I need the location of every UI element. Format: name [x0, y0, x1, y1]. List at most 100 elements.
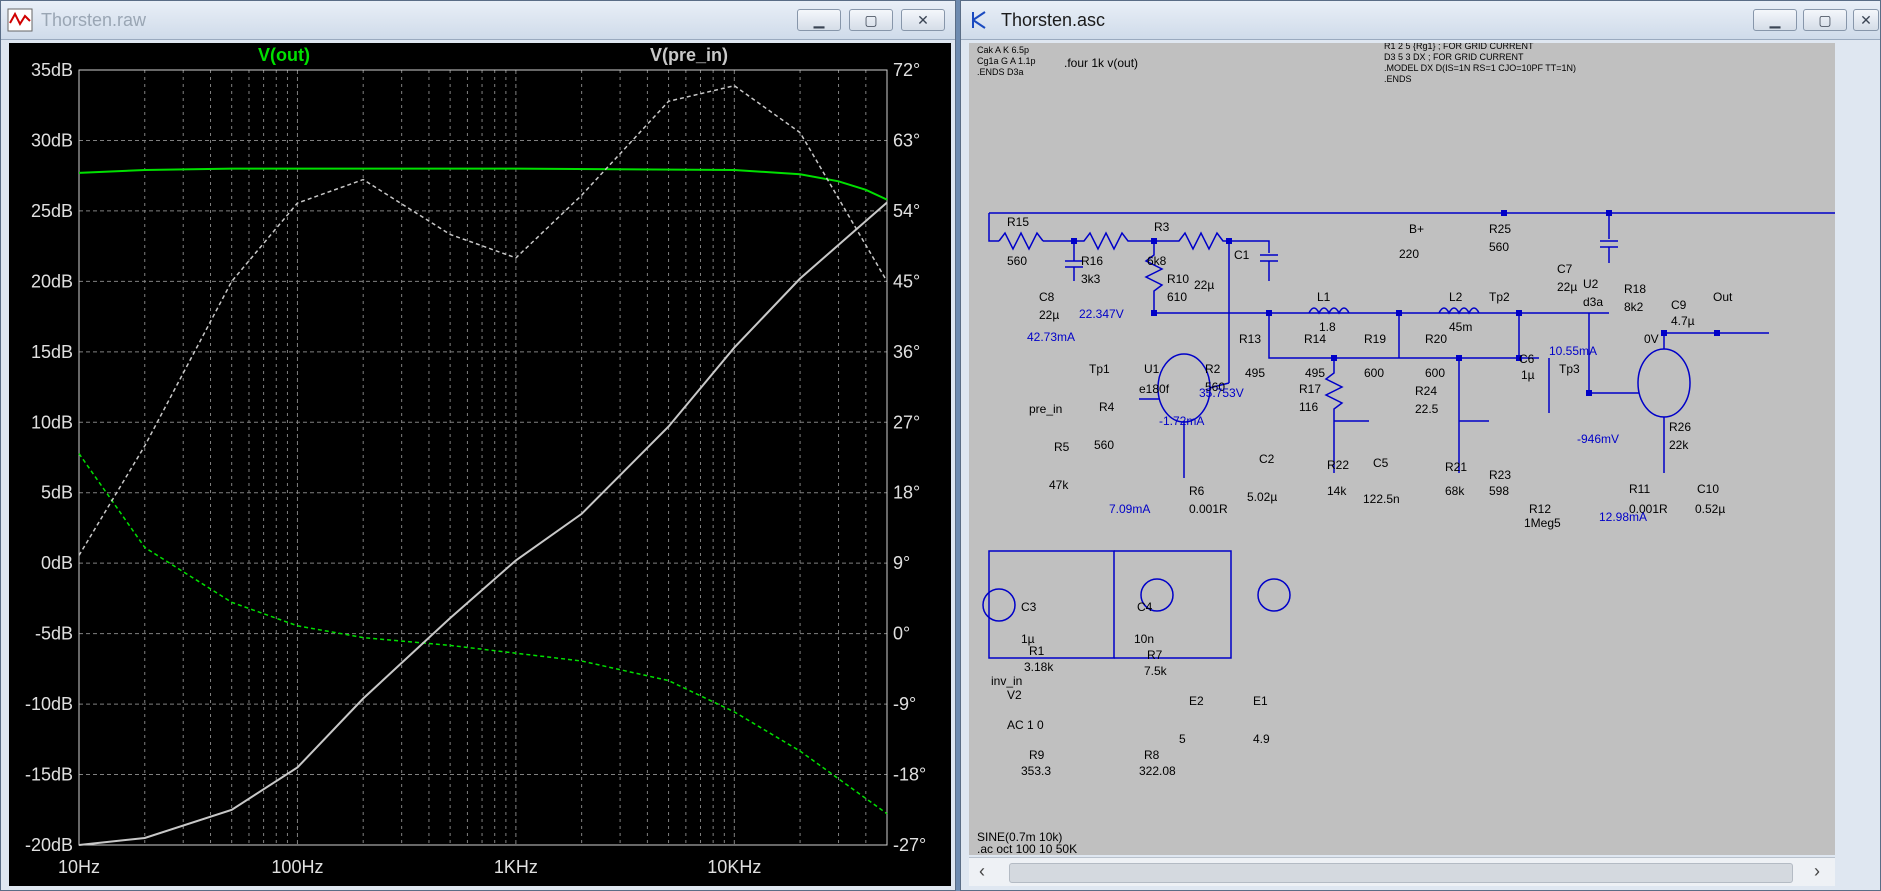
label-C10: C10: [1697, 482, 1719, 496]
label-C2: C2: [1259, 452, 1275, 466]
value-C2: 5.02µ: [1247, 490, 1277, 504]
ac-directive: .ac oct 100 10 50K: [977, 842, 1077, 855]
label-zero-v: 0V: [1644, 332, 1659, 346]
node-current: 7.09mA: [1109, 502, 1150, 516]
scroll-left-icon[interactable]: ‹: [979, 861, 985, 881]
value-U1: e180f: [1139, 382, 1170, 396]
waveform-titlebar[interactable]: Thorsten.raw ▁ ▢ ✕: [1, 1, 955, 40]
waveform-app-icon: [7, 8, 33, 32]
label-Tp2: Tp2: [1489, 290, 1510, 304]
label-R5: R5: [1054, 440, 1070, 454]
y-right-tick-label: 72°: [893, 60, 920, 80]
label-U2: U2: [1583, 277, 1599, 291]
label-R18: R18: [1624, 282, 1646, 296]
y-right-tick-label: 18°: [893, 483, 920, 503]
value-R22: 14k: [1327, 484, 1347, 498]
value-L1: 1.8: [1319, 320, 1336, 334]
label-R7: R7: [1147, 648, 1163, 662]
node-voltage: 22.347V: [1079, 307, 1124, 321]
value-R2: 560: [1205, 380, 1225, 394]
schematic-canvas[interactable]: Cak A K 6.5p Cg1a G A 1.1p .ENDS D3a .fo…: [969, 43, 1835, 855]
label-Bplus: B+: [1409, 222, 1424, 236]
y-right-tick-label: 36°: [893, 342, 920, 362]
label-C1: C1: [1234, 248, 1250, 262]
value-L2: 45m: [1449, 320, 1472, 334]
y-right-tick-label: 0°: [893, 624, 910, 644]
trace-label: V(pre_in): [650, 45, 728, 65]
value-U2: d3a: [1583, 295, 1603, 309]
label-R20: R20: [1425, 332, 1447, 346]
value-R25: 560: [1489, 240, 1509, 254]
schematic-window[interactable]: Thorsten.asc ▁ ▢ ✕: [960, 0, 1881, 891]
maximize-button[interactable]: ▢: [849, 9, 893, 31]
label-R13: R13: [1239, 332, 1261, 346]
value-E1: 4.9: [1253, 732, 1270, 746]
x-tick-label: 100Hz: [271, 857, 323, 877]
y-left-tick-label: 20dB: [31, 271, 73, 291]
node-current: 10.55mA: [1549, 344, 1597, 358]
scroll-right-icon[interactable]: ›: [1814, 861, 1820, 881]
value-R11: 0.001R: [1629, 502, 1668, 516]
value-R19: 600: [1364, 366, 1384, 380]
value-C5: 122.5n: [1363, 492, 1400, 506]
value-R6: 0.001R: [1189, 502, 1228, 516]
label-R26: R26: [1669, 420, 1691, 434]
value-R23: 598: [1489, 484, 1509, 498]
schematic-titlebar[interactable]: Thorsten.asc ▁ ▢ ✕: [961, 1, 1880, 40]
value-C1: 22µ: [1194, 278, 1214, 292]
y-left-tick-label: -15dB: [25, 765, 73, 785]
directive-line: R1 2 5 {Rg1} ; FOR GRID CURRENT: [1384, 43, 1534, 51]
label-R17: R17: [1299, 382, 1321, 396]
value-R20: 600: [1425, 366, 1445, 380]
scrollbar-thumb[interactable]: [1009, 863, 1793, 883]
y-left-tick-label: 35dB: [31, 60, 73, 80]
value-E2: 5: [1179, 732, 1186, 746]
label-R4: R4: [1099, 400, 1115, 414]
value-R1: 3.18k: [1024, 660, 1054, 674]
node-current: 12.98mA: [1599, 510, 1647, 524]
label-R21: R21: [1445, 460, 1467, 474]
y-left-tick-label: 5dB: [41, 483, 73, 503]
label-R11: R11: [1629, 482, 1650, 496]
maximize-button[interactable]: ▢: [1803, 9, 1847, 31]
node-current: -1.72mA: [1159, 414, 1204, 428]
label-C9: C9: [1671, 298, 1687, 312]
horizontal-scrollbar[interactable]: ‹ ›: [969, 857, 1835, 886]
y-left-tick-label: -5dB: [35, 624, 73, 644]
value-R7: 7.5k: [1144, 664, 1168, 678]
minimize-button[interactable]: ▁: [1753, 9, 1797, 31]
value-R21: 68k: [1445, 484, 1465, 498]
four-directive: .four 1k v(out): [1064, 56, 1138, 70]
value-C7: 22µ: [1557, 280, 1577, 294]
y-right-tick-label: 9°: [893, 553, 910, 573]
node-current: 42.73mA: [1027, 330, 1075, 344]
y-right-tick-label: 45°: [893, 271, 920, 291]
label-R24: R24: [1415, 384, 1437, 398]
label-L1: L1: [1317, 290, 1331, 304]
directive-line: Cg1a G A 1.1p: [977, 56, 1036, 66]
minimize-button[interactable]: ▁: [797, 9, 841, 31]
magnitude-trace: [78, 201, 888, 846]
value-V2: AC 1 0: [1007, 718, 1044, 732]
label-R12: R12: [1529, 502, 1551, 516]
value-R16: 3k3: [1081, 272, 1101, 286]
schematic-drawing[interactable]: Cak A K 6.5p Cg1a G A 1.1p .ENDS D3a .fo…: [969, 43, 1835, 855]
y-left-tick-label: 0dB: [41, 553, 73, 573]
label-R14: R14: [1304, 332, 1326, 346]
close-button[interactable]: ✕: [901, 9, 945, 31]
x-tick-label: 10Hz: [58, 857, 100, 877]
value-C6: 1µ: [1521, 368, 1535, 382]
node-voltage: 35.753V: [1199, 386, 1244, 400]
x-tick-label: 10KHz: [707, 857, 761, 877]
close-button[interactable]: ✕: [1853, 9, 1879, 31]
y-right-tick-label: -27°: [893, 835, 926, 855]
source-directive: SINE(0.7m 10k): [977, 830, 1062, 844]
label-inv-in: inv_in: [991, 674, 1022, 688]
label-R3: R3: [1154, 220, 1170, 234]
value-R13: 495: [1245, 366, 1265, 380]
value-R5: 47k: [1049, 478, 1069, 492]
label-V2: V2: [1007, 688, 1022, 702]
